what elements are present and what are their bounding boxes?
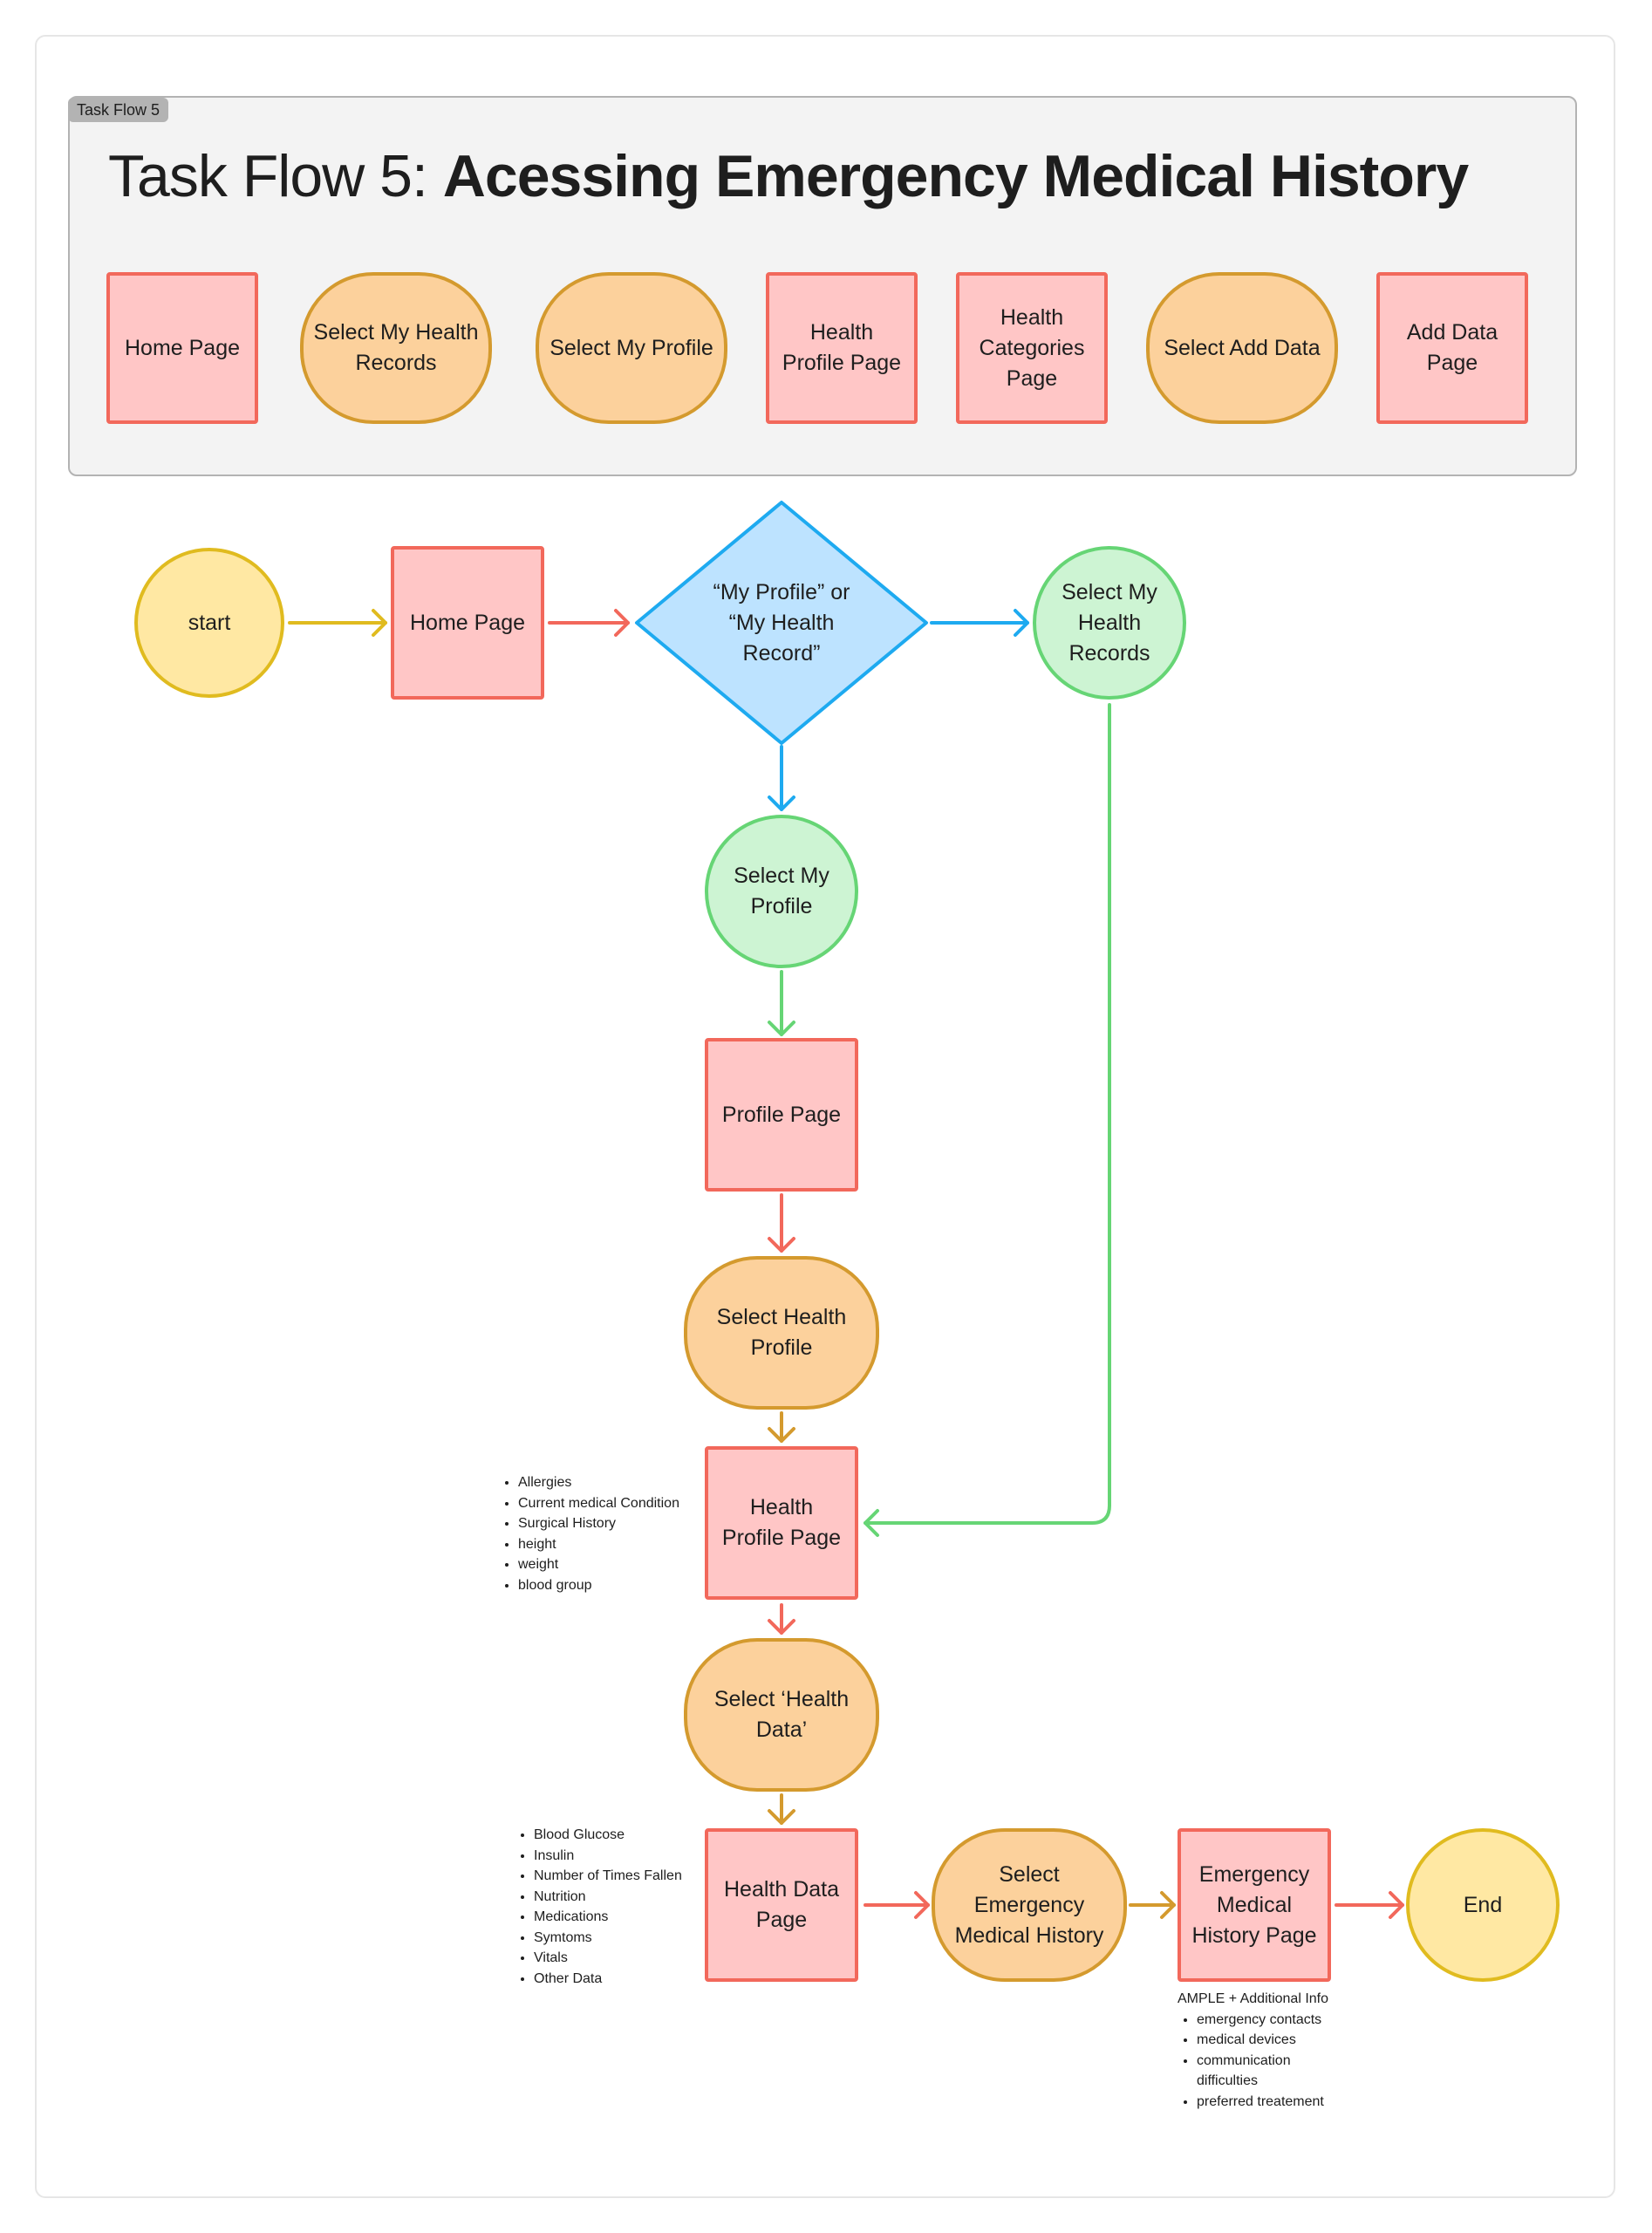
arrowhead-data-page-to-select-emergency	[914, 1891, 930, 1919]
arrowhead-start-to-home	[372, 609, 387, 637]
emergency-info-note: AMPLE + Additional Info emergency contac…	[1178, 1989, 1343, 2112]
legend-health-categories-page: Health Categories Page	[956, 272, 1108, 424]
legend-add-data-page: Add Data Page	[1376, 272, 1528, 424]
arrowhead-health-profile-to-select-data	[768, 1619, 795, 1635]
arrowhead-profile-page-to-select-health-profile	[768, 1237, 795, 1253]
note-item: communication difficulties	[1197, 2051, 1343, 2092]
note-item: Number of Times Fallen	[534, 1866, 703, 1887]
arrowhead-select-profile-to-profile-page	[768, 1021, 795, 1036]
arrowhead-home-to-decision	[614, 609, 630, 637]
legend-health-profile-page: Health Profile Page	[766, 272, 918, 424]
arrowhead-select-emergency-to-page	[1160, 1891, 1176, 1919]
note-item: blood group	[518, 1575, 696, 1596]
health-profile-note: Allergies Current medical Condition Surg…	[504, 1472, 696, 1595]
note-item: Blood Glucose	[534, 1825, 703, 1846]
arrowhead-select-health-profile-to-page	[768, 1427, 795, 1443]
legend-select-my-profile: Select My Profile	[536, 272, 727, 424]
profile-page-node: Profile Page	[705, 1038, 858, 1192]
arrowhead-decision-to-records	[1014, 609, 1029, 637]
select-health-data-node: Select ‘Health Data’	[684, 1638, 879, 1792]
end-node: End	[1406, 1828, 1560, 1982]
select-health-profile-node: Select Health Profile	[684, 1256, 879, 1410]
note-item: Current medical Condition	[518, 1493, 696, 1514]
health-data-page-node: Health Data Page	[705, 1828, 858, 1982]
note-heading: AMPLE + Additional Info	[1178, 1991, 1328, 2006]
note-item: Vitals	[534, 1948, 703, 1969]
legend-home-page: Home Page	[106, 272, 258, 424]
decision-diamond	[635, 501, 928, 745]
emergency-medical-history-page-node: Emergency Medical History Page	[1178, 1828, 1331, 1982]
note-item: Allergies	[518, 1472, 696, 1493]
title-prefix: Task Flow 5:	[108, 143, 443, 209]
note-item: emergency contacts	[1197, 2010, 1343, 2031]
note-item: Medications	[534, 1907, 703, 1928]
health-profile-page-node: Health Profile Page	[705, 1446, 858, 1600]
legend-select-my-health-records: Select My Health Records	[300, 272, 492, 424]
title-main: Acessing Emergency Medical History	[442, 143, 1469, 209]
note-item: Nutrition	[534, 1887, 703, 1908]
arrowhead-decision-to-profile	[768, 796, 795, 811]
select-emergency-medical-history-node: Select Emergency Medical History	[932, 1828, 1127, 1982]
select-my-profile-node: Select My Profile	[705, 815, 858, 968]
note-item: weight	[518, 1554, 696, 1575]
home-page-node: Home Page	[391, 546, 544, 700]
note-item: Insulin	[534, 1846, 703, 1867]
note-item: preferred treatement	[1197, 2092, 1343, 2113]
start-node: start	[134, 548, 284, 698]
health-data-note: Blood Glucose Insulin Number of Times Fa…	[520, 1825, 703, 1989]
select-my-health-records-node: Select My Health Records	[1033, 546, 1186, 700]
note-item: height	[518, 1534, 696, 1555]
note-item: Surgical History	[518, 1513, 696, 1534]
note-item: Other Data	[534, 1969, 703, 1990]
note-item: Symtoms	[534, 1928, 703, 1949]
arrowhead-emergency-page-to-end	[1389, 1891, 1404, 1919]
decision-label: “My Profile” or “My Health Record”	[713, 579, 850, 666]
arrow-records-to-health-profile-page	[864, 703, 1111, 1525]
legend-select-add-data: Select Add Data	[1146, 272, 1338, 424]
page-title: Task Flow 5: Acessing Emergency Medical …	[108, 140, 1469, 213]
arrowhead-records-to-health-profile-page	[864, 1509, 879, 1537]
section-tag[interactable]: Task Flow 5	[68, 98, 169, 122]
note-item: medical devices	[1197, 2030, 1343, 2051]
arrowhead-select-data-to-data-page	[768, 1809, 795, 1825]
